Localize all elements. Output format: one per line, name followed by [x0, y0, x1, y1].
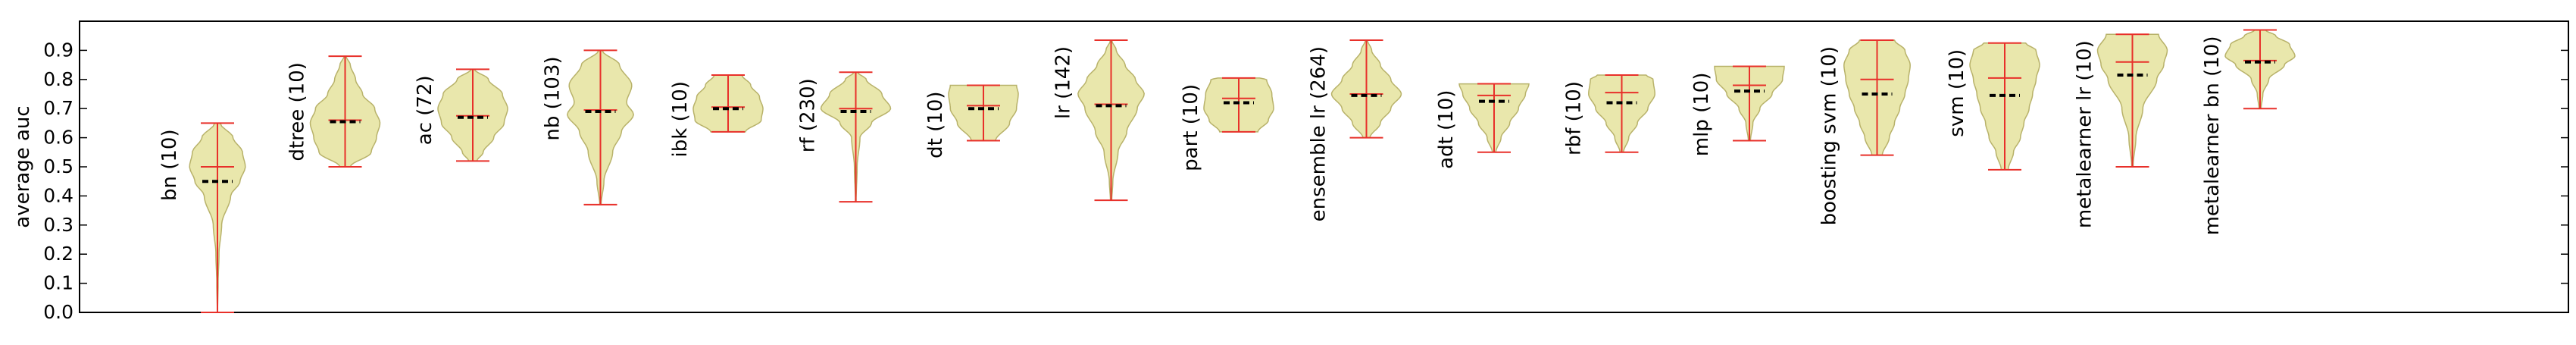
violin-label: rf (230): [797, 78, 820, 152]
y-axis-label: average auc: [11, 105, 34, 227]
y-tick-label: 0.0: [43, 301, 73, 323]
violin-group: [309, 55, 381, 168]
violin-group: [1203, 77, 1274, 133]
violin-labels: bn (10) dtree (10) ac (72) nb (103) ibk (10)…: [158, 36, 2224, 236]
violin-label: lr (142): [1052, 46, 1075, 119]
violin-group: [1588, 74, 1655, 153]
y-tick-label: 0.9: [43, 39, 73, 61]
violin-label: dtree (10): [286, 62, 309, 161]
violin-group: [1077, 39, 1145, 202]
violin-label: adt (10): [1435, 90, 1458, 169]
violin-group: [2224, 29, 2296, 110]
violin-label: rbf (10): [1563, 81, 1586, 155]
violin-label: bn (10): [158, 129, 181, 201]
violin-label: ibk (10): [669, 81, 692, 157]
violin-group: [1969, 42, 2040, 171]
y-tick-label: 0.8: [43, 68, 73, 90]
violin-group: [437, 68, 508, 162]
violin-group: [692, 74, 764, 133]
violin-label: metalearner bn (10): [2201, 36, 2224, 236]
violin-group: [2096, 33, 2168, 168]
violin-group: [1714, 65, 1785, 142]
y-tick-label: 0.2: [43, 243, 73, 265]
y-tick-label: 0.5: [43, 155, 73, 177]
y-axis: 0.0 0.1 0.2 0.3 0.4 0.5 0.6 0.7 0.8 0.9: [43, 39, 2568, 323]
y-tick-label: 0.7: [43, 97, 73, 119]
violin-label: nb (103): [542, 56, 564, 140]
violin-group: [948, 84, 1019, 142]
violin-group: [1843, 39, 1911, 156]
violin-group: [820, 71, 892, 203]
violin-label: metalearner lr (10): [2074, 40, 2096, 228]
y-tick-label: 0.4: [43, 184, 73, 206]
violin-label: ac (72): [414, 75, 436, 145]
violin-label: part (10): [1180, 84, 1202, 171]
y-tick-label: 0.6: [43, 127, 73, 149]
violin-group: [1330, 39, 1402, 139]
y-tick-label: 0.3: [43, 214, 73, 236]
violin-group: [189, 122, 246, 313]
y-tick-label: 0.1: [43, 272, 73, 294]
violin-label: ensemble lr (264): [1308, 46, 1330, 221]
violin-label: boosting svm (10): [1818, 46, 1841, 225]
violin-label: dt (10): [924, 91, 947, 158]
violin-label: svm (10): [1946, 49, 1968, 137]
violin-group: [1458, 83, 1530, 153]
violin-group: [567, 49, 634, 205]
violins: [189, 29, 2296, 313]
violin-label: mlp (10): [1690, 73, 1713, 157]
